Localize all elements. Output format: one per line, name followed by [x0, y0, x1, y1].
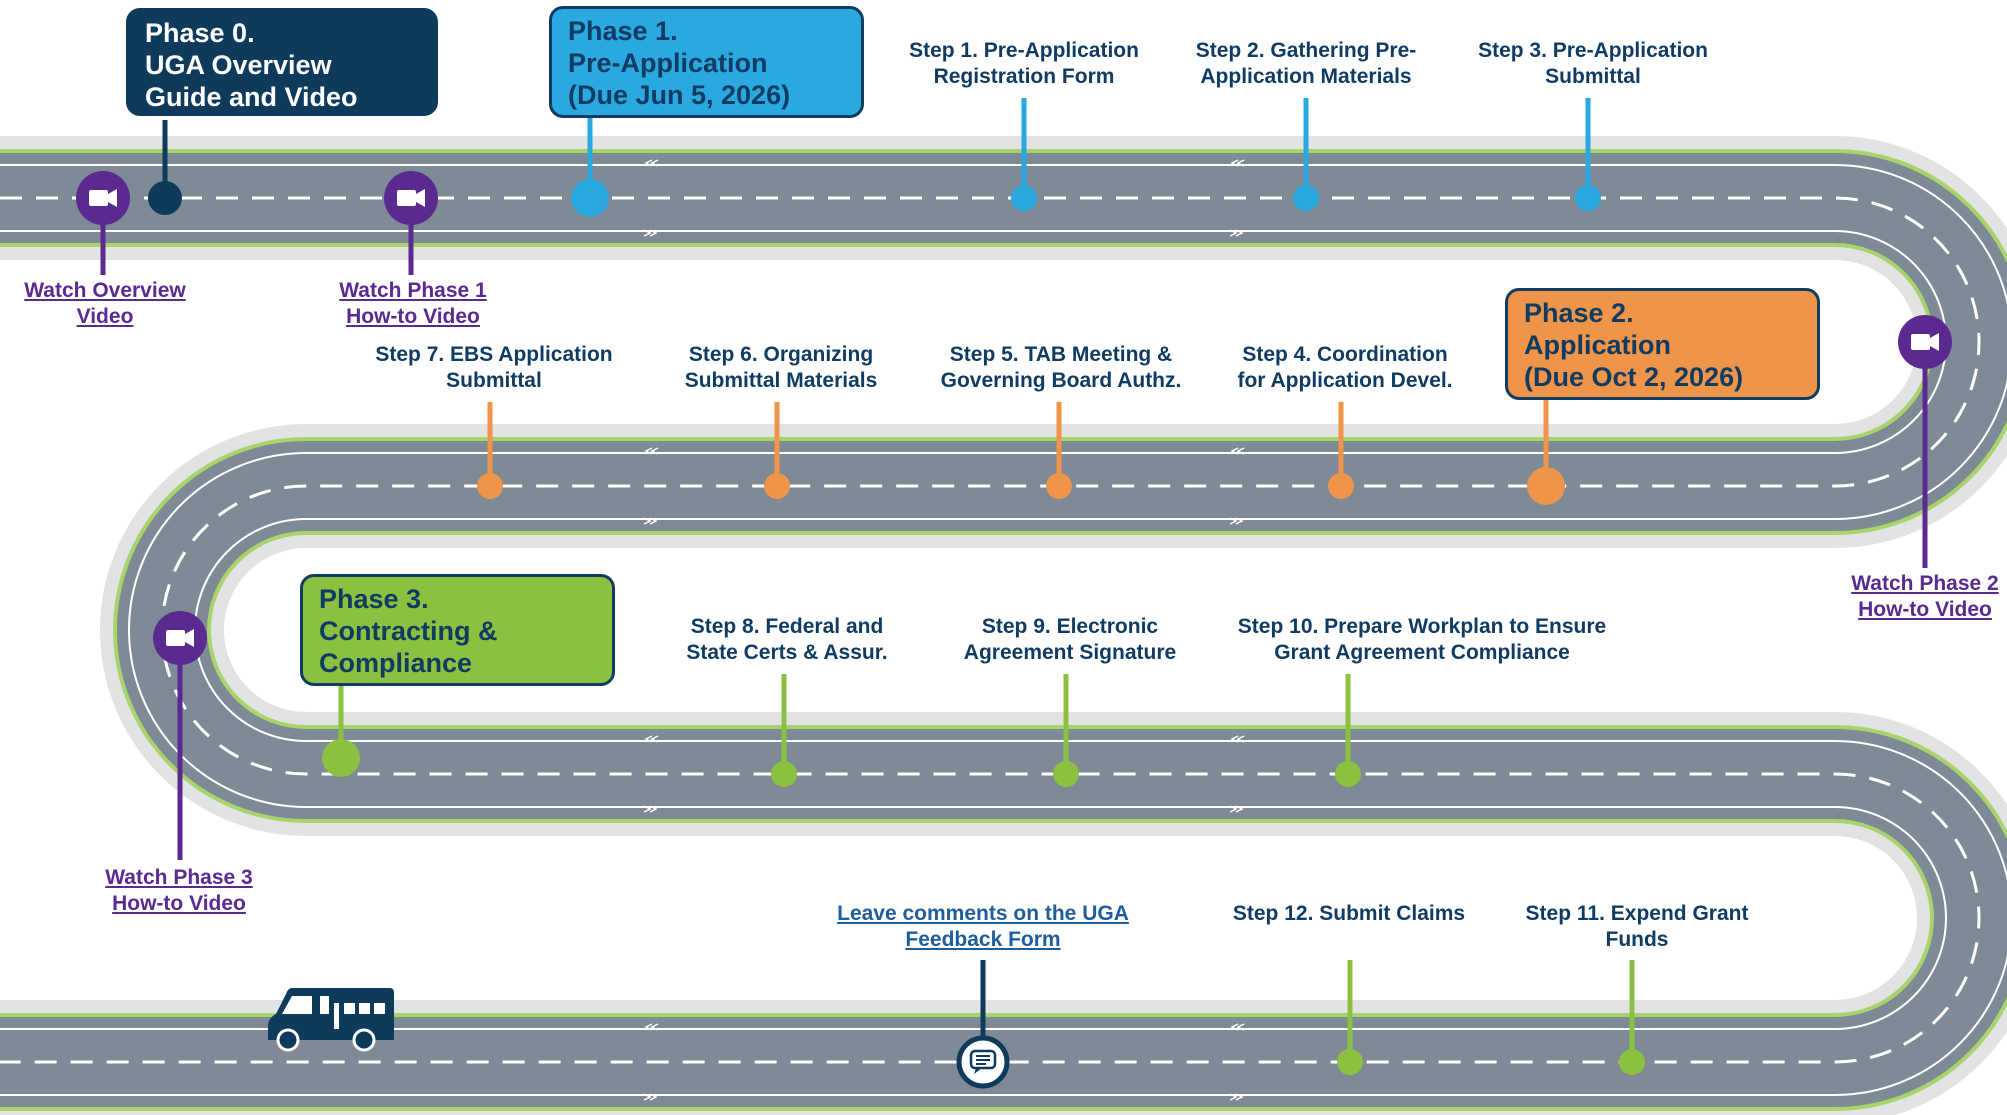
phase2-box: Phase 2. Application (Due Oct 2, 2026) — [1505, 288, 1820, 400]
step2-label: Step 2. Gathering Pre- Application Mater… — [1195, 39, 1417, 88]
watch-phase2-video-link[interactable]: Watch Phase 2 How-to Video — [1851, 572, 1999, 621]
step3-pin — [1575, 98, 1601, 211]
video-camera-icon — [166, 629, 194, 647]
phase0-box: Phase 0. UGA Overview Guide and Video — [126, 8, 438, 116]
step10-label: Step 10. Prepare Workplan to Ensure Gran… — [1237, 615, 1607, 664]
comment-icon — [969, 1049, 997, 1074]
step7-label: Step 7. EBS Application Submittal — [375, 343, 613, 392]
video-camera-icon — [397, 189, 425, 207]
phase2-due-date: (Due Oct 2, 2026) — [1524, 362, 1744, 392]
step5-pin — [1046, 402, 1072, 499]
step1-pin — [1011, 98, 1037, 211]
phase1-title: Phase 1. — [568, 16, 678, 46]
phase0-subtitle: UGA Overview — [145, 50, 332, 80]
step5-label: Step 5. TAB Meeting & Governing Board Au… — [940, 343, 1182, 392]
step4-pin — [1328, 402, 1354, 499]
feedback-pin[interactable] — [956, 960, 1010, 1089]
phase3-pin — [322, 686, 360, 777]
step1-label: Step 1. Pre-Application Registration For… — [909, 39, 1139, 88]
phase2-subtitle: Application — [1524, 330, 1671, 360]
phase3-title: Phase 3. — [319, 584, 429, 614]
step6-pin — [764, 402, 790, 499]
step9-label: Step 9. Electronic Agreement Signature — [963, 615, 1177, 664]
watch-phase1-video-link[interactable]: Watch Phase 1 How-to Video — [339, 279, 487, 328]
phase2-pin — [1527, 400, 1565, 505]
step11-pin — [1619, 960, 1645, 1075]
phase1-due-date: (Due Jun 5, 2026) — [568, 80, 791, 110]
step12-pin — [1337, 960, 1363, 1075]
phase3-video-pin[interactable] — [153, 611, 207, 860]
watch-phase3-video-link[interactable]: Watch Phase 3 How-to Video — [105, 866, 253, 915]
overview-video-pin[interactable] — [76, 171, 130, 275]
step4-label: Step 4. Coordination for Application Dev… — [1237, 343, 1453, 392]
video-camera-icon — [89, 189, 117, 207]
step8-pin — [771, 674, 797, 787]
step3-label: Step 3. Pre-Application Submittal — [1478, 39, 1708, 88]
van-icon — [268, 988, 394, 1052]
video-camera-icon — [1911, 333, 1939, 351]
phase0-subtitle-2: Guide and Video — [145, 82, 358, 112]
phase0-pin — [148, 120, 182, 215]
phase1-video-pin[interactable] — [384, 171, 438, 275]
phase1-subtitle: Pre-Application — [568, 48, 768, 78]
phase3-box: Phase 3. Contracting & Compliance — [300, 574, 615, 686]
phase3-subtitle-2: Compliance — [319, 648, 473, 678]
phase1-pin — [571, 118, 609, 217]
step2-pin — [1293, 98, 1319, 211]
feedback-form-link[interactable]: Leave comments on the UGA Feedback Form — [837, 902, 1129, 951]
phase2-title: Phase 2. — [1524, 298, 1634, 328]
phase3-subtitle: Contracting & — [319, 616, 498, 646]
step6-label: Step 6. Organizing Submittal Materials — [684, 343, 878, 392]
step10-pin — [1335, 674, 1361, 787]
watch-overview-video-link[interactable]: Watch Overview Video — [24, 279, 186, 328]
phase1-box: Phase 1. Pre-Application (Due Jun 5, 202… — [549, 6, 864, 118]
phase0-title: Phase 0. — [145, 18, 255, 48]
lane-arrows — [643, 159, 1245, 1101]
phase2-video-pin[interactable] — [1898, 315, 1952, 568]
step8-label: Step 8. Federal and State Certs & Assur. — [686, 615, 888, 664]
step7-pin — [477, 402, 503, 499]
step9-pin — [1053, 674, 1079, 787]
step12-label: Step 12. Submit Claims — [1232, 902, 1466, 925]
step11-label: Step 11. Expend Grant Funds — [1525, 902, 1749, 951]
